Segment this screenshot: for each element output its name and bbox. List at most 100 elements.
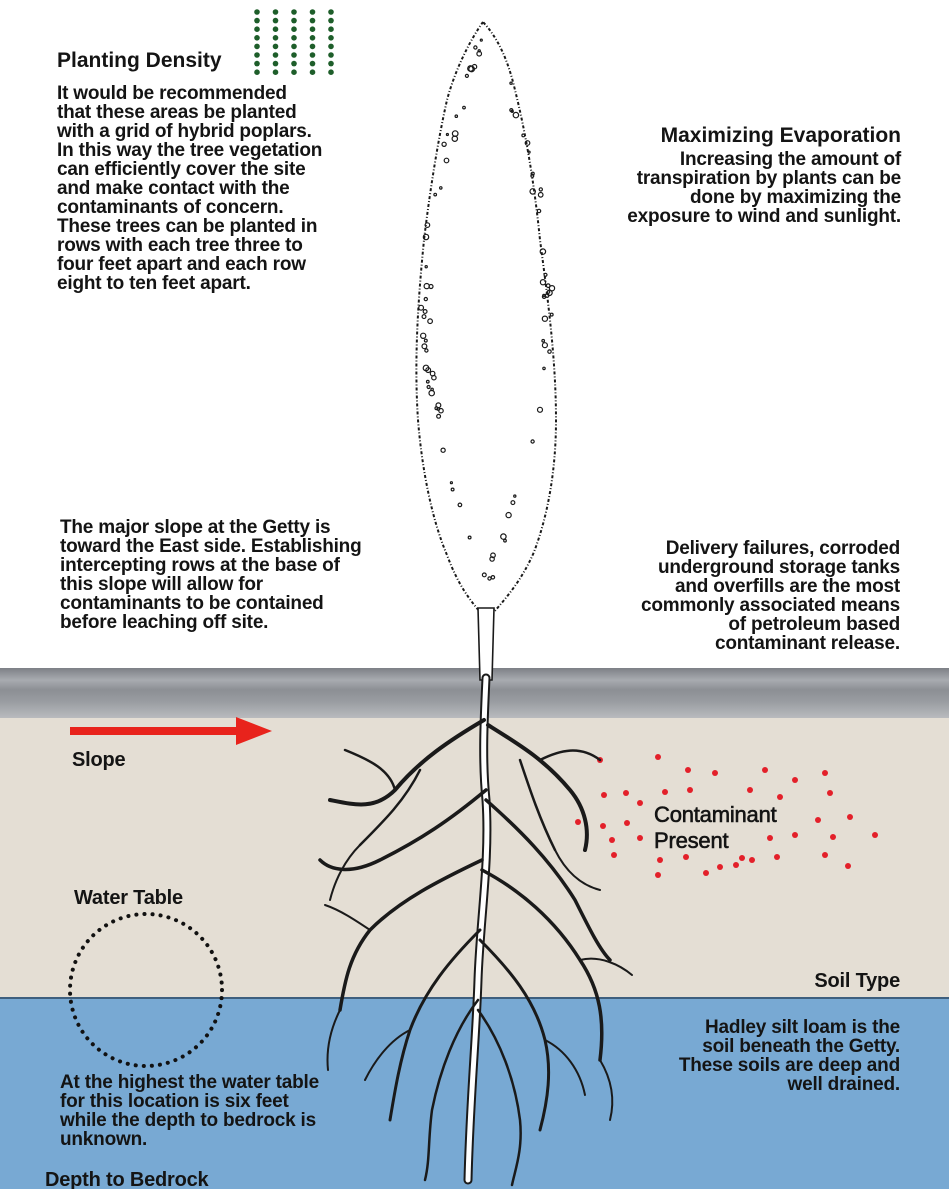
density-dot — [273, 9, 279, 15]
contaminant-dot — [624, 820, 630, 826]
contaminant-present-label: Contaminant Present — [654, 802, 777, 854]
density-dot — [273, 61, 279, 67]
contaminant-dot — [792, 832, 798, 838]
density-dot — [310, 9, 316, 15]
tree-trunk — [478, 608, 494, 680]
contaminant-dot — [611, 852, 617, 858]
contaminant-dot — [657, 857, 663, 863]
density-dot — [291, 44, 297, 50]
contaminant-dot — [623, 790, 629, 796]
poplar-canopy — [416, 22, 556, 612]
contaminant-dot — [685, 767, 691, 773]
density-dot — [328, 69, 334, 75]
release-note-text: Delivery failures, corroded underground … — [580, 539, 900, 653]
contaminant-dot — [822, 852, 828, 858]
contaminant-dot — [822, 770, 828, 776]
density-dot — [254, 61, 260, 67]
contaminant-dot — [655, 872, 661, 878]
water-table-note-text: At the highest the water table for this … — [60, 1073, 390, 1149]
density-dot — [291, 35, 297, 41]
density-dot — [291, 52, 297, 58]
contaminant-dot — [815, 817, 821, 823]
density-dot — [310, 52, 316, 58]
density-dot — [273, 52, 279, 58]
density-dot — [254, 44, 260, 50]
density-dot — [310, 61, 316, 67]
slope-label: Slope — [72, 750, 125, 770]
planting-density-heading: Planting Density — [57, 50, 222, 72]
contaminant-dot — [845, 863, 851, 869]
density-dot — [273, 26, 279, 32]
density-dot — [254, 52, 260, 58]
leaf-speck — [550, 313, 553, 316]
density-dot — [291, 69, 297, 75]
dot-grid-icon — [254, 9, 334, 75]
leaf-speck — [538, 193, 543, 198]
contaminant-dot — [774, 854, 780, 860]
density-dot — [254, 9, 260, 15]
leaf-speck — [537, 209, 540, 212]
density-dot — [310, 18, 316, 24]
density-dot — [328, 9, 334, 15]
contaminant-dot — [717, 864, 723, 870]
contaminant-dot — [637, 835, 643, 841]
contaminant-dot — [749, 857, 755, 863]
contaminant-dot — [827, 790, 833, 796]
contaminant-dot — [601, 792, 607, 798]
slope-note-text: The major slope at the Getty is toward t… — [60, 518, 420, 632]
density-dot — [273, 44, 279, 50]
leaf-speck — [539, 188, 542, 191]
contaminant-dot — [712, 770, 718, 776]
contaminant-dot — [600, 823, 606, 829]
right-arrow-icon — [70, 717, 272, 745]
leaf-speck — [544, 273, 547, 276]
contaminant-dot — [655, 754, 661, 760]
leaf-speck — [547, 291, 549, 293]
density-dot — [310, 69, 316, 75]
density-dot — [328, 52, 334, 58]
contaminant-dot — [777, 794, 783, 800]
contaminant-dot — [662, 789, 668, 795]
maximizing-evaporation-text: Increasing the amount of transpiration b… — [560, 150, 901, 226]
leaf-speck — [528, 151, 530, 153]
contaminant-dot — [792, 777, 798, 783]
contaminant-dot — [747, 787, 753, 793]
contaminant-dot — [687, 787, 693, 793]
density-dot — [310, 35, 316, 41]
density-dot — [273, 69, 279, 75]
density-dot — [254, 69, 260, 75]
contaminant-dot — [609, 837, 615, 843]
density-dot — [328, 18, 334, 24]
contaminant-dot — [637, 800, 643, 806]
density-dot — [328, 61, 334, 67]
density-dot — [310, 44, 316, 50]
contaminant-dot — [762, 767, 768, 773]
planting-density-text: It would be recommended that these areas… — [57, 84, 387, 293]
density-dot — [291, 61, 297, 67]
density-dot — [254, 26, 260, 32]
density-dot — [328, 26, 334, 32]
leaf-speck — [531, 175, 534, 178]
soil-type-label: Soil Type — [700, 971, 900, 991]
contaminant-dot — [703, 870, 709, 876]
density-dot — [291, 9, 297, 15]
density-dot — [328, 35, 334, 41]
contaminant-dot — [575, 819, 581, 825]
density-dot — [310, 26, 316, 32]
contaminant-dot — [872, 832, 878, 838]
water-table-label: Water Table — [74, 888, 183, 908]
density-dot — [328, 44, 334, 50]
depth-to-bedrock-label: Depth to Bedrock — [45, 1170, 208, 1189]
density-dot — [273, 35, 279, 41]
density-dot — [291, 18, 297, 24]
contaminant-dot — [830, 834, 836, 840]
contaminant-dot — [739, 855, 745, 861]
maximizing-evaporation-heading: Maximizing Evaporation — [560, 125, 901, 147]
contaminant-dot — [683, 854, 689, 860]
leaf-speck — [546, 284, 550, 288]
contaminant-dot — [733, 862, 739, 868]
density-dot — [254, 35, 260, 41]
density-dot — [291, 26, 297, 32]
dotted-circle-icon — [70, 914, 222, 1066]
